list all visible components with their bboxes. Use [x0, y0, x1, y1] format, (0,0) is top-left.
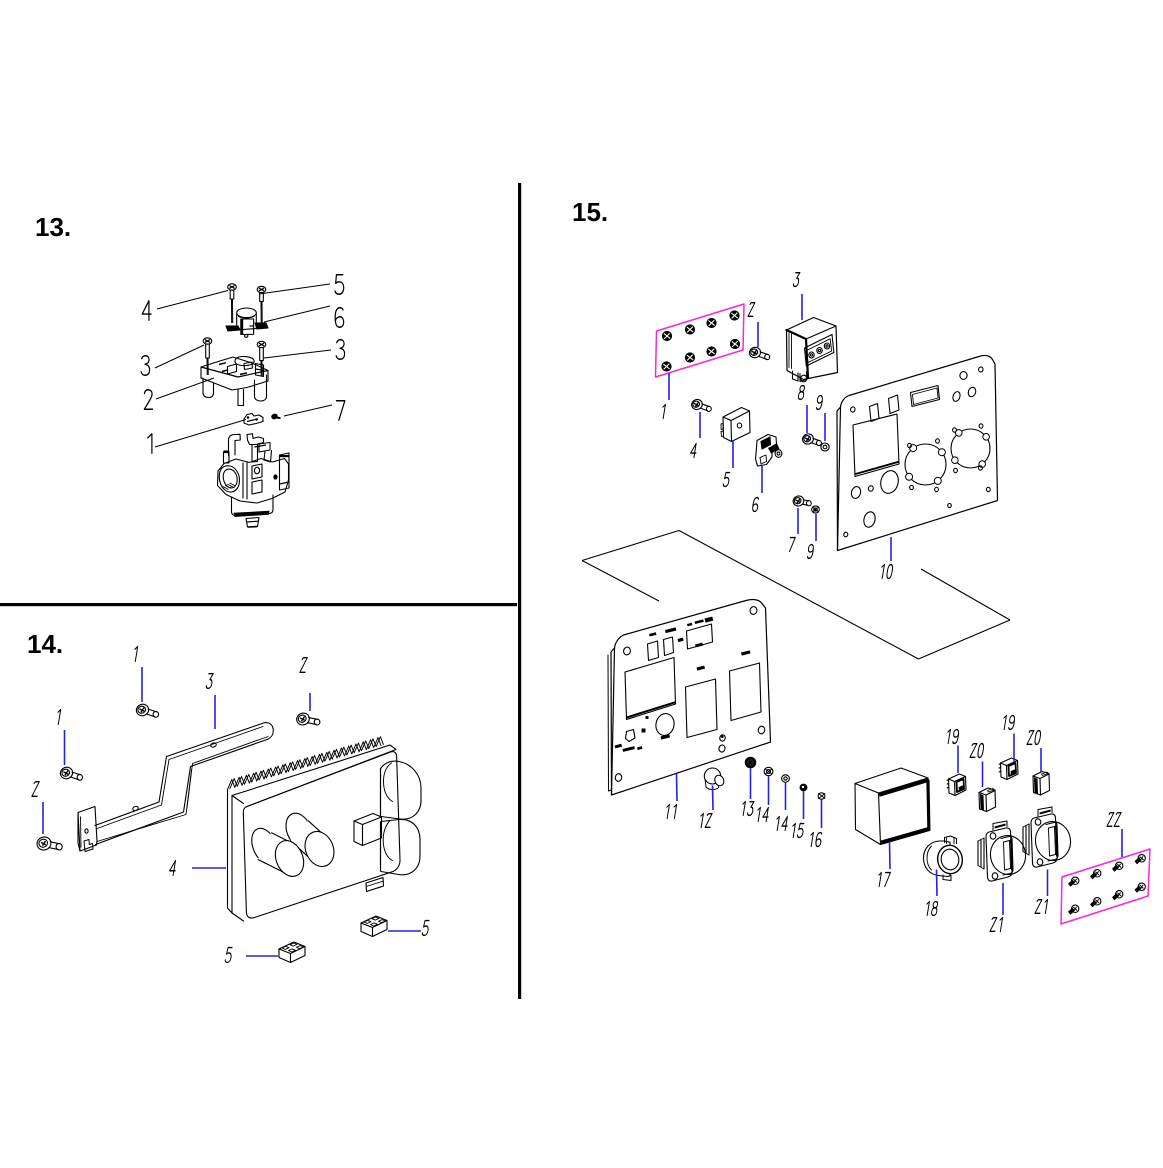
- svg-text:13.: 13.: [35, 212, 71, 242]
- svg-text:14.: 14.: [27, 629, 63, 659]
- svg-text:15.: 15.: [572, 197, 608, 227]
